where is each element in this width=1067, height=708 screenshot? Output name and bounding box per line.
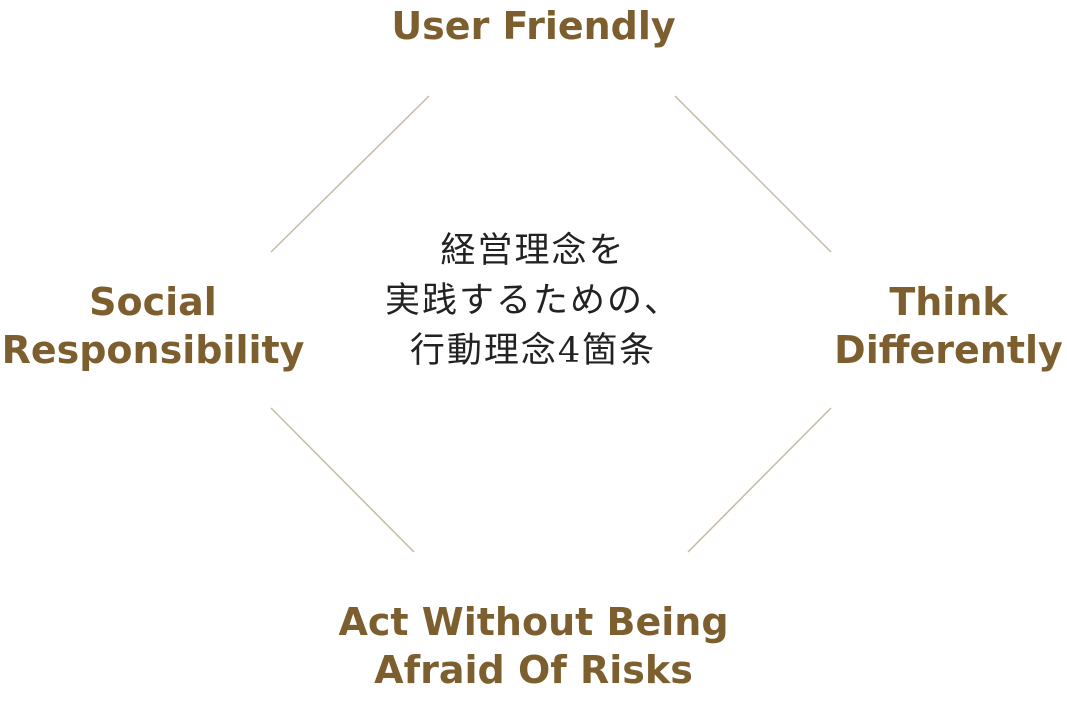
- connector-line-top-right: [674, 95, 832, 253]
- principle-label-line: User Friendly: [391, 4, 676, 48]
- center-caption-line: 経営理念を: [440, 231, 626, 271]
- center-caption-line: 行動理念4箇条: [409, 331, 657, 371]
- principle-label-line: Responsibility: [1, 328, 305, 372]
- principle-social-responsibility: Social Responsibility: [0, 278, 306, 374]
- principle-label-line: Act Without Being: [338, 600, 729, 644]
- principle-act-without-fear: Act Without Being Afraid Of Risks: [0, 598, 1067, 694]
- principle-user-friendly: User Friendly: [0, 2, 1067, 50]
- principle-label-line: Social: [89, 280, 217, 324]
- center-caption-line: 実践するための、: [384, 281, 681, 321]
- principle-label-line: Think: [889, 280, 1008, 324]
- principle-label-line: Differently: [834, 328, 1063, 372]
- connector-line-top-left: [270, 95, 430, 253]
- center-caption: 経営理念を 実践するための、 行動理念4箇条: [333, 226, 733, 376]
- connector-line-bottom-left: [270, 407, 415, 553]
- principle-label-line: Afraid Of Risks: [374, 648, 693, 692]
- connector-line-bottom-right: [687, 407, 832, 553]
- principle-think-differently: Think Differently: [830, 278, 1067, 374]
